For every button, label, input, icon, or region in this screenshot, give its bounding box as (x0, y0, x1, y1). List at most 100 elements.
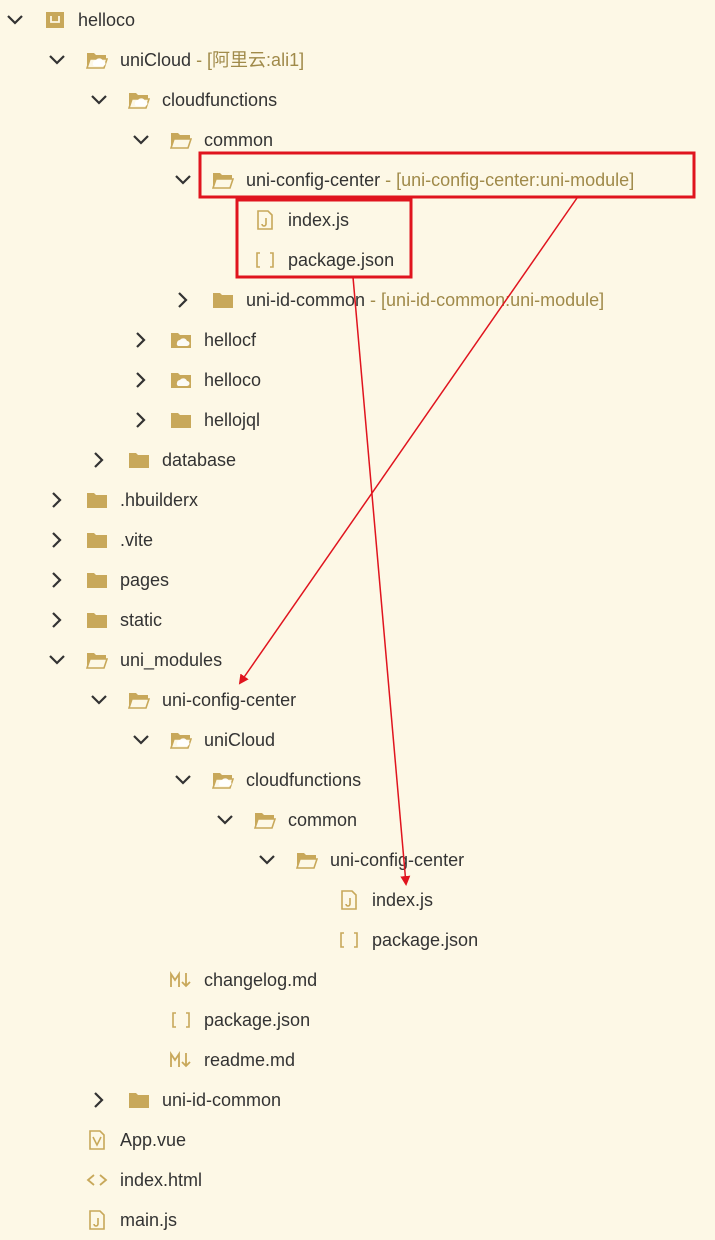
chevron-right-icon[interactable] (132, 371, 150, 389)
chevron-down-icon[interactable] (90, 691, 108, 709)
tree-row-label: common (204, 120, 273, 160)
tree-row[interactable]: common (0, 800, 715, 840)
folder-icon (87, 493, 107, 508)
tree-item-name: App.vue (120, 1130, 187, 1150)
chevron-right-icon[interactable] (48, 611, 66, 629)
tree-row[interactable]: index.html (0, 1160, 715, 1200)
folder-open-icon (296, 853, 318, 869)
chevron-down-icon[interactable] (174, 171, 192, 189)
tree-row-label: main.js (120, 1200, 177, 1240)
tree-row-label: uniCloud (204, 720, 275, 760)
tree-item-cloud-suffix: - [阿里云:ali1] (191, 50, 305, 70)
tree-item-cloud-suffix: - [uni-id-common:uni-module] (365, 290, 605, 310)
tree-item-name: uni-config-center (162, 690, 297, 710)
chevron-down-icon[interactable] (258, 851, 276, 869)
tree-item-name: uni-config-center (246, 170, 381, 190)
tree-row[interactable]: helloco (0, 0, 715, 40)
chevron-right-icon[interactable] (48, 571, 66, 589)
tree-row[interactable]: hellocf (0, 320, 715, 360)
tree-row-label: index.js (288, 200, 349, 240)
cloud-folder-icon (171, 373, 191, 388)
chevron-down-icon[interactable] (132, 731, 150, 749)
tree-item-name: index.js (288, 210, 350, 230)
tree-row[interactable]: main.js (0, 1200, 715, 1240)
tree-item-name: uniCloud (120, 50, 192, 70)
folder-icon (171, 413, 191, 428)
tree-row[interactable]: helloco (0, 360, 715, 400)
tree-row[interactable]: package.json (0, 920, 715, 960)
tree-row[interactable]: index.js (0, 200, 715, 240)
chevron-right-icon[interactable] (48, 531, 66, 549)
tree-item-cloud-suffix: - [uni-config-center:uni-module] (380, 170, 635, 190)
folder-icon (129, 1093, 149, 1108)
chevron-down-icon[interactable] (216, 811, 234, 829)
tree-row-label: cloudfunctions (246, 760, 361, 800)
cloud-folder-icon (171, 333, 191, 348)
chevron-right-icon[interactable] (90, 451, 108, 469)
tree-row[interactable]: pages (0, 560, 715, 600)
tree-row[interactable]: uni-id-common - [uni-id-common:uni-modul… (0, 280, 715, 320)
tree-row-label: package.json (288, 240, 394, 280)
tree-row[interactable]: uni_modules (0, 640, 715, 680)
tree-row[interactable]: changelog.md (0, 960, 715, 1000)
tree-row-label: uni-config-center (162, 680, 296, 720)
chevron-right-icon[interactable] (132, 411, 150, 429)
tree-row[interactable]: uniCloud (0, 720, 715, 760)
chevron-right-icon[interactable] (174, 291, 192, 309)
tree-item-name: static (120, 610, 163, 630)
project-icon (46, 12, 64, 28)
chevron-down-icon[interactable] (48, 51, 66, 69)
tree-item-name: cloudfunctions (162, 90, 278, 110)
tree-row[interactable]: uni-config-center (0, 840, 715, 880)
tree-row[interactable]: uni-config-center (0, 680, 715, 720)
tree-row[interactable]: package.json (0, 1000, 715, 1040)
tree-row[interactable]: cloudfunctions (0, 760, 715, 800)
tree-row[interactable]: hellojql (0, 400, 715, 440)
vue-file-icon (89, 1130, 105, 1150)
folder-icon (87, 613, 107, 628)
tree-row[interactable]: .hbuilderx (0, 480, 715, 520)
tree-item-name: helloco (78, 10, 136, 30)
cloud-folder-open-icon (86, 53, 108, 69)
tree-row[interactable]: index.js (0, 880, 715, 920)
tree-item-name: uni-id-common (162, 1090, 282, 1110)
tree-row-label: uni-id-common (162, 1080, 281, 1120)
tree-item-name: cloudfunctions (246, 770, 362, 790)
tree-row[interactable]: readme.md (0, 1040, 715, 1080)
cloud-folder-open-icon (128, 93, 150, 109)
chevron-down-icon[interactable] (132, 131, 150, 149)
json-file-icon (172, 1012, 190, 1028)
tree-row-label: database (162, 440, 236, 480)
tree-item-name: package.json (204, 1010, 311, 1030)
chevron-down-icon[interactable] (174, 771, 192, 789)
cloud-folder-open-icon (212, 773, 234, 789)
tree-row[interactable]: .vite (0, 520, 715, 560)
tree-row[interactable]: common (0, 120, 715, 160)
chevron-down-icon[interactable] (48, 651, 66, 669)
tree-row-label: uni-config-center (330, 840, 464, 880)
tree-item-name: changelog.md (204, 970, 318, 990)
tree-row[interactable]: static (0, 600, 715, 640)
tree-row-label: package.json (372, 920, 478, 960)
tree-row-label: index.html (120, 1160, 202, 1200)
tree-item-name: package.json (288, 250, 395, 270)
chevron-down-icon[interactable] (90, 91, 108, 109)
tree-row[interactable]: database (0, 440, 715, 480)
tree-row[interactable]: uni-id-common (0, 1080, 715, 1120)
tree-item-name: package.json (372, 930, 479, 950)
tree-item-name: common (204, 130, 274, 150)
markdown-file-icon (170, 1051, 191, 1068)
chevron-down-icon[interactable] (6, 11, 24, 29)
tree-row[interactable]: package.json (0, 240, 715, 280)
js-file-icon (341, 890, 357, 910)
tree-item-name: database (162, 450, 237, 470)
chevron-right-icon[interactable] (48, 491, 66, 509)
tree-row[interactable]: uniCloud - [阿里云:ali1] (0, 40, 715, 80)
chevron-right-icon[interactable] (132, 331, 150, 349)
chevron-right-icon[interactable] (90, 1091, 108, 1109)
tree-row[interactable]: uni-config-center - [uni-config-center:u… (0, 160, 715, 200)
tree-row-label: uniCloud - [阿里云:ali1] (120, 40, 304, 80)
tree-row[interactable]: App.vue (0, 1120, 715, 1160)
tree-row[interactable]: cloudfunctions (0, 80, 715, 120)
